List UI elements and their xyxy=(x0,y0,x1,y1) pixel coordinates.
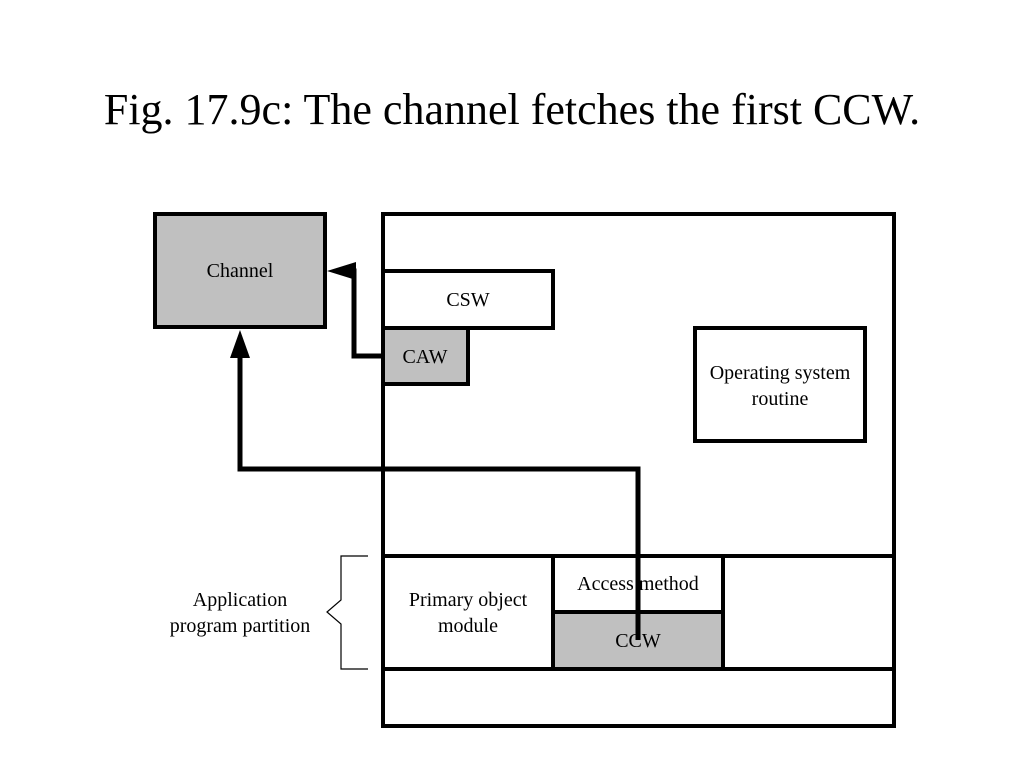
os-routine-label-line1: Operating system xyxy=(710,362,851,384)
slide-title: Fig. 17.9c: The channel fetches the firs… xyxy=(103,85,921,134)
caw-box xyxy=(381,326,470,386)
channel-box xyxy=(153,212,327,329)
access-method-label: Access method xyxy=(577,573,699,595)
caw-arrowhead xyxy=(327,262,356,280)
channel-label: Channel xyxy=(207,260,274,282)
caw-label: CAW xyxy=(402,346,447,368)
caw-to-channel-arrow xyxy=(345,268,383,359)
primary-object-module-label-line1: Primary object xyxy=(409,589,528,611)
csw-label: CSW xyxy=(446,289,489,311)
ccw-label: CCW xyxy=(615,630,661,652)
ccw-arrowhead xyxy=(230,330,250,358)
app-partition-label-line1: Application xyxy=(193,589,287,611)
app-partition-label-line2: program partition xyxy=(170,615,311,637)
partition-brace xyxy=(326,555,368,670)
primary-object-module-label-line2: module xyxy=(438,615,498,637)
csw-box xyxy=(381,269,555,330)
os-routine-label-line2: routine xyxy=(752,388,809,410)
ccw-to-channel-arrow xyxy=(237,350,641,640)
os-routine-box xyxy=(693,326,867,443)
